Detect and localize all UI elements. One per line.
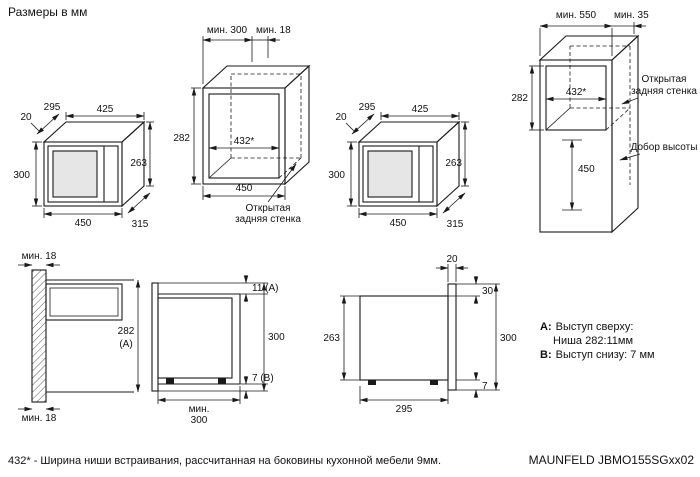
open-back-note-line2: задняя стенка (235, 214, 301, 225)
dim-20-label: 20 (20, 112, 32, 123)
dim-30-label: 30 (482, 286, 494, 297)
dim-282-ref-label: (A) (119, 339, 132, 350)
legend-line-b: B: Выступ снизу: 7 мм (540, 349, 655, 361)
dim-295-label: 295 (396, 404, 413, 415)
dim-11a-label: 11 (A) (252, 283, 279, 294)
legend-a-note: Ниша 282:11мм (553, 335, 633, 347)
dim-432-label: 432* (234, 136, 255, 147)
dim-min-gap-label: мин. 18 (256, 25, 291, 36)
dim-min18-bottom-label: мин. 18 (22, 413, 57, 424)
dim-282-label: 282 (511, 93, 528, 104)
dim-min-depth-label: мин. 550 (556, 10, 597, 21)
dim-263-label: 263 (445, 158, 462, 169)
oven-isometric-right: 20 295 425 300 263 450 315 (328, 102, 469, 230)
dim-295-label: 295 (359, 102, 376, 113)
dim-300-label: 300 (500, 333, 517, 344)
column-isometric: мин. 550 мин. 35 282 432* 450 Открытая з… (511, 10, 698, 234)
open-back-note-line1: Открытая (246, 203, 291, 214)
dim-282-label: 282 (173, 133, 190, 144)
dim-450-label: 450 (390, 218, 407, 229)
legend-b-key: B: (540, 349, 552, 361)
dim-min300-label-line2: 300 (191, 415, 208, 426)
niche-isometric: мин. 300 мин. 18 282 432* 450 Открытая з… (173, 25, 311, 225)
open-back-note-line1: Открытая (642, 74, 687, 85)
dim-315-label: 315 (447, 219, 464, 230)
legend-b-text: Выступ снизу: 7 мм (556, 349, 655, 361)
dim-min-depth-label: мин. 300 (207, 25, 248, 36)
page-title: Размеры в мм (8, 5, 87, 19)
dim-min300-label-line1: мин. (189, 404, 210, 415)
dim-425-label: 425 (412, 104, 429, 115)
dim-7-label: 7 (482, 381, 488, 392)
dim-300-label: 300 (328, 170, 345, 181)
dim-20-label: 20 (335, 112, 347, 123)
oven-side-view: 20 30 300 263 7 295 (323, 254, 517, 415)
legend: A: Выступ сверху: Ниша 282:11мм B: Выступ … (540, 321, 655, 361)
legend-line-a: A: Выступ сверху: (540, 321, 633, 333)
niche-side-section: 11 (A) 300 7 (B) мин. 300 (151, 275, 285, 426)
dim-min-gap-label: мин. 35 (614, 10, 649, 21)
oven-isometric-left: 20 295 425 300 263 450 315 (13, 102, 154, 230)
dim-282-label: 282 (118, 326, 135, 337)
dim-7b-label: 7 (B) (252, 373, 274, 384)
dim-263-label: 263 (130, 158, 147, 169)
legend-a-key: A: (540, 321, 552, 333)
dim-432-label: 432* (566, 87, 587, 98)
dim-295-label: 295 (44, 102, 61, 113)
dim-450-label: 450 (75, 218, 92, 229)
footnote: 432* - Ширина ниши встраивания, рассчита… (8, 455, 441, 467)
legend-a-text: Выступ сверху: (556, 321, 634, 333)
open-back-note-line2: задняя стенка (631, 86, 697, 97)
dim-300-label: 300 (13, 170, 30, 181)
dim-300-label: 300 (268, 332, 285, 343)
dim-450-label: 450 (236, 183, 253, 194)
model-number: MAUNFELD JBMO155SGxx02 (529, 453, 695, 467)
dim-450-label: 450 (578, 164, 595, 175)
dim-425-label: 425 (97, 104, 114, 115)
dim-min18-top-label: мин. 18 (22, 251, 57, 262)
dim-315-label: 315 (132, 219, 149, 230)
side-section-wall: мин. 18 282 (A) мин. 18 (18, 251, 141, 424)
height-filler-note: Добор высоты (631, 141, 698, 153)
dim-263-label: 263 (323, 333, 340, 344)
dim-20-label: 20 (446, 254, 458, 265)
